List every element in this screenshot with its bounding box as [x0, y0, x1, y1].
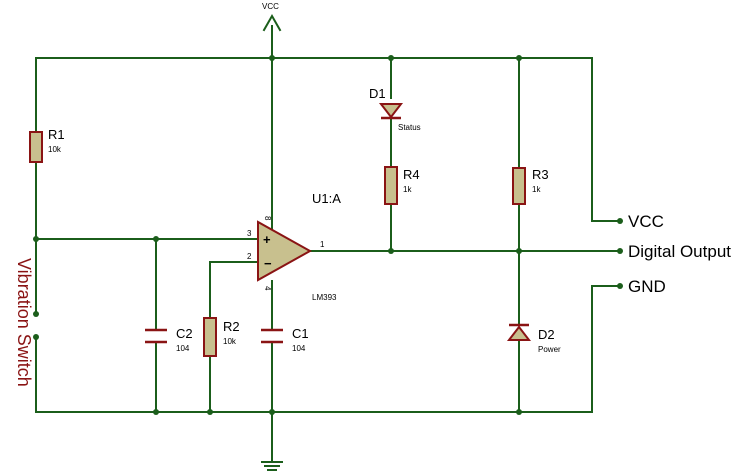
junction-dot	[516, 409, 522, 415]
d1-ref: D1	[369, 86, 386, 101]
opamp-plus-sign: +	[263, 232, 271, 247]
opamp-minus-sign: −	[264, 256, 272, 271]
junction-dot	[33, 236, 39, 242]
capacitor-c2: C2 104	[145, 326, 193, 353]
r4-ref: R4	[403, 167, 420, 182]
wires	[35, 25, 621, 463]
vibration-switch-label: Vibration Switch	[14, 258, 34, 387]
junction-dot	[388, 248, 394, 254]
junction-dot	[388, 55, 394, 61]
r2-ref: R2	[223, 319, 240, 334]
resistor-r2: R2 10k	[203, 317, 240, 357]
r3-value: 1k	[532, 185, 541, 194]
c1-ref: C1	[292, 326, 309, 341]
opamp-ref: U1:A	[312, 191, 341, 206]
led-d2: D2 Power	[506, 323, 561, 354]
d2-ref: D2	[538, 327, 555, 342]
vcc-power-port: VCC	[262, 2, 282, 32]
junction-dot	[516, 248, 522, 254]
r1-ref: R1	[48, 127, 65, 142]
junction-dot	[269, 409, 275, 415]
junction-dot	[516, 55, 522, 61]
r2-value: 10k	[223, 337, 237, 346]
c2-value: 104	[176, 344, 190, 353]
resistor-r4: R4 1k	[384, 166, 420, 205]
opamp-pin-8: 8	[263, 216, 272, 221]
switch-contact	[33, 311, 39, 317]
opamp-part: LM393	[312, 293, 337, 302]
r4-value: 1k	[403, 185, 412, 194]
opamp-pin-1: 1	[320, 240, 325, 249]
switch-contact	[33, 334, 39, 340]
junction-dot	[207, 409, 213, 415]
comparator-u1a: + − 3 2 1 8 4 U1:A LM393	[247, 191, 341, 302]
junction-dot	[269, 55, 275, 61]
connector-gnd-label: GND	[628, 277, 666, 296]
junction-dot	[153, 409, 159, 415]
junctions	[33, 55, 623, 415]
output-connector: VCC Digital Output GND	[628, 212, 731, 296]
connector-vcc-label: VCC	[628, 212, 664, 231]
r1-value: 10k	[48, 145, 62, 154]
led-d1: D1 Status	[369, 86, 421, 132]
opamp-pin-3: 3	[247, 229, 252, 238]
resistor-r3: R3 1k	[512, 167, 549, 205]
c2-ref: C2	[176, 326, 193, 341]
capacitor-c1: C1 104	[261, 326, 309, 353]
vcc-port-label: VCC	[262, 2, 279, 11]
connector-pin-dot	[617, 283, 623, 289]
resistor-r1: R1 10k	[29, 127, 65, 163]
junction-dot	[153, 236, 159, 242]
ground-symbol	[261, 461, 283, 471]
r3-ref: R3	[532, 167, 549, 182]
c1-value: 104	[292, 344, 306, 353]
opamp-pin-4: 4	[263, 286, 272, 291]
d2-label: Power	[538, 345, 561, 354]
connector-output-label: Digital Output	[628, 242, 731, 261]
opamp-pin-2: 2	[247, 252, 252, 261]
connector-pin-dot	[617, 218, 623, 224]
connector-pin-dot	[617, 248, 623, 254]
d1-label: Status	[398, 123, 421, 132]
